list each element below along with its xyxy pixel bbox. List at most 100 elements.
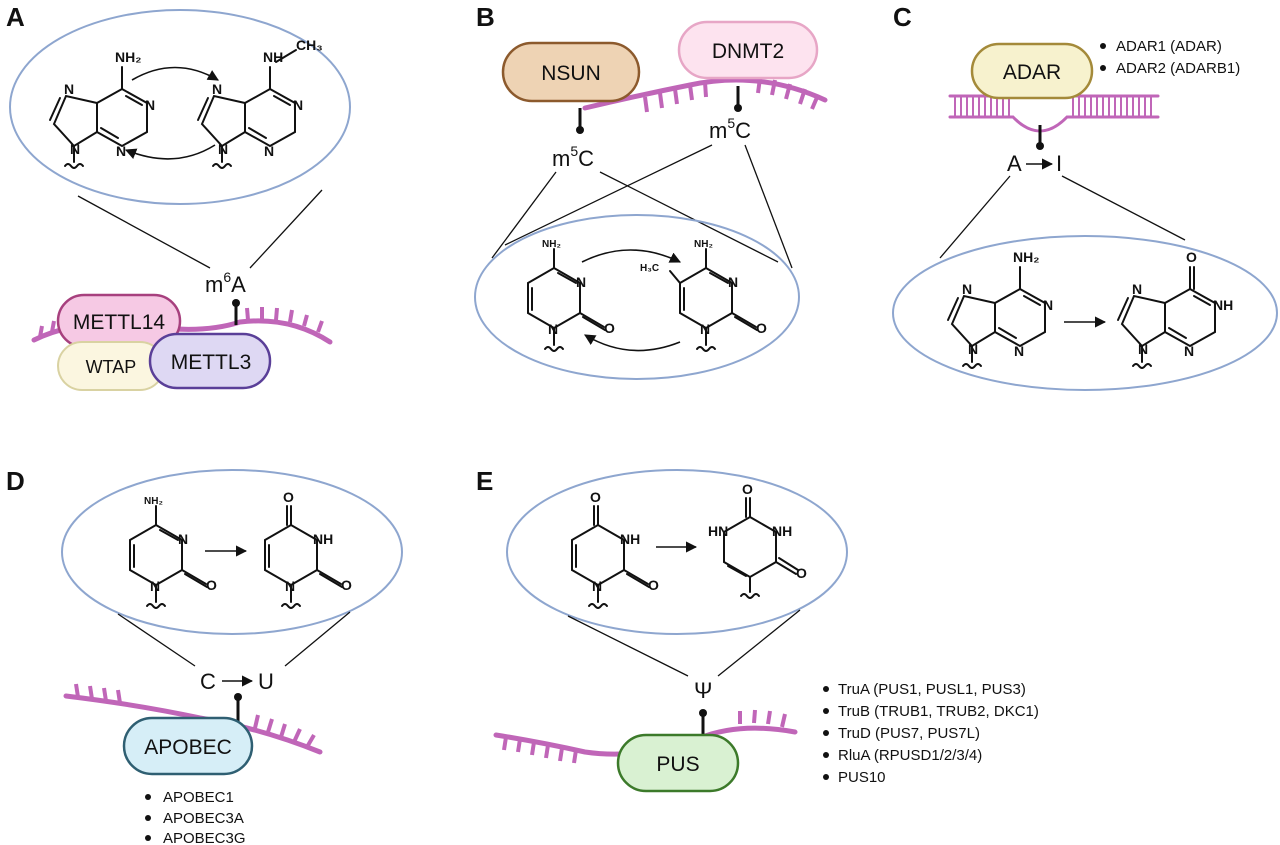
m6a-label: m6A — [205, 269, 246, 297]
list-bullet — [823, 774, 829, 780]
zoom-ellipse-c — [892, 235, 1278, 391]
list-item: ADAR2 (ADARB1) — [1116, 60, 1240, 77]
connector-line — [491, 171, 557, 259]
enzyme-adar — [970, 42, 1094, 100]
list-item: RluA (RPUSD1/2/3/4) — [838, 747, 982, 764]
connector-line — [249, 189, 323, 269]
m5c-label-dnmt2: m5C — [709, 115, 751, 143]
modification-pin-head — [734, 104, 742, 112]
adar-list: ADAR1 (ADAR) ADAR2 (ADARB1) — [1100, 38, 1240, 77]
enzyme-nsun — [501, 41, 641, 103]
atom-o: O — [341, 577, 352, 593]
connector-line — [717, 609, 801, 677]
enzyme-mettl14-label: METTL14 — [73, 311, 166, 334]
modification-pin-head — [1036, 142, 1044, 150]
list-item: PUS10 — [838, 769, 886, 786]
list-bullet — [145, 794, 151, 800]
list-item: ADAR1 (ADAR) — [1116, 38, 1222, 55]
atom-nh: NH — [772, 523, 792, 539]
list-item: TruA (PUS1, PUSL1, PUS3) — [838, 681, 1026, 698]
atom-n: N — [1138, 341, 1148, 357]
atom-n: N — [70, 141, 80, 157]
atom-n: N — [212, 81, 222, 97]
atom-n: N — [1043, 297, 1053, 313]
panel-letter-e: E — [476, 466, 493, 496]
atom-o: O — [796, 565, 807, 581]
methyl-label: H₃C — [640, 263, 659, 274]
rna-bases-a — [38, 307, 324, 338]
enzyme-pus — [616, 733, 740, 793]
apobec-list: APOBEC1 APOBEC3A APOBEC3G — [145, 789, 246, 845]
connector-line — [1061, 175, 1186, 241]
connector-line — [284, 611, 351, 667]
methylamine-label: NH — [263, 49, 283, 65]
atom-n: N — [728, 274, 738, 290]
enzyme-mettl3 — [148, 332, 272, 390]
rna-bases-b — [643, 77, 820, 113]
pseudouridine-structure: O HN NH O — [708, 481, 807, 599]
enzyme-apobec — [122, 716, 254, 776]
panel-letter-a: A — [6, 2, 25, 32]
atom-hn: HN — [708, 523, 728, 539]
list-item: APOBEC1 — [163, 789, 234, 806]
panel-e: E O NH N O O HN NH O Ψ — [476, 466, 1039, 793]
atom-n: N — [1184, 343, 1194, 359]
atom-n: N — [218, 141, 228, 157]
atom-o: O — [206, 577, 217, 593]
pus-list: TruA (PUS1, PUSL1, PUS3) TruB (TRUB1, TR… — [823, 681, 1039, 786]
psi-label: Ψ — [694, 678, 712, 703]
atom-n: N — [548, 321, 558, 337]
reverse-arrow — [584, 334, 681, 352]
atom-n: N — [1132, 281, 1142, 297]
enzyme-mettl3-label: METTL3 — [171, 351, 252, 374]
list-bullet — [145, 835, 151, 841]
zoom-ellipse-d — [61, 469, 403, 635]
enzyme-pus-label: PUS — [656, 753, 699, 776]
connector-line — [744, 144, 793, 269]
rna-bases-d — [74, 683, 316, 749]
panel-letter-d: D — [6, 466, 25, 496]
atom-o: O — [756, 320, 767, 336]
carbonyl-label: O — [283, 489, 294, 505]
list-bullet — [145, 815, 151, 821]
atom-o: O — [604, 320, 615, 336]
zoom-ellipse-a — [9, 9, 351, 205]
list-item: TruB (TRUB1, TRUB2, DKC1) — [838, 703, 1039, 720]
atom-nh: NH — [620, 531, 640, 547]
amine-label: NH₂ — [144, 496, 163, 507]
forward-arrow — [581, 249, 682, 263]
a-to-i-from: A — [1007, 151, 1022, 176]
panel-d: D NH₂ N N O O NH N O C U — [6, 466, 403, 845]
modification-pin-head — [699, 709, 707, 717]
list-bullet — [823, 752, 829, 758]
connector-line — [117, 613, 196, 667]
dsrna-c — [948, 94, 1160, 133]
atom-n: N — [264, 143, 274, 159]
rna-bases-e — [502, 709, 787, 764]
enzyme-nsun-label: NSUN — [541, 62, 601, 85]
amine-label: NH₂ — [1013, 249, 1039, 265]
amine-label: NH₂ — [694, 239, 713, 250]
atom-n: N — [145, 97, 155, 113]
atom-n: N — [700, 321, 710, 337]
connector-line — [504, 144, 713, 246]
atom-n: N — [968, 341, 978, 357]
panel-c: C ADAR A I NH₂ N N N N O NH — [892, 2, 1278, 391]
carbonyl-label: O — [1186, 249, 1197, 265]
connector-line — [599, 171, 779, 263]
modification-pin-head — [232, 299, 240, 307]
connector-line — [567, 615, 689, 677]
enzyme-apobec-label: APOBEC — [144, 736, 232, 759]
panel-a: A NH₂ N N N N NH CH₃ N N N N m6A — [6, 2, 351, 391]
amine-label: NH₂ — [115, 49, 141, 65]
zoom-ellipse-e — [506, 469, 848, 635]
enzyme-wtap-label: WTAP — [86, 357, 137, 377]
methyl-label: CH₃ — [296, 37, 323, 53]
inosine-structure: O NH N N N — [1117, 249, 1233, 369]
c-to-u-to: U — [258, 669, 274, 694]
list-item: TruD (PUS7, PUS7L) — [838, 725, 980, 742]
panel-b: B NSUN DNMT2 m5C m5C NH₂ N N — [474, 2, 828, 380]
m5c-label-nsun: m5C — [552, 143, 594, 171]
m5c-structure: NH₂ H₃C N N O — [640, 239, 767, 352]
